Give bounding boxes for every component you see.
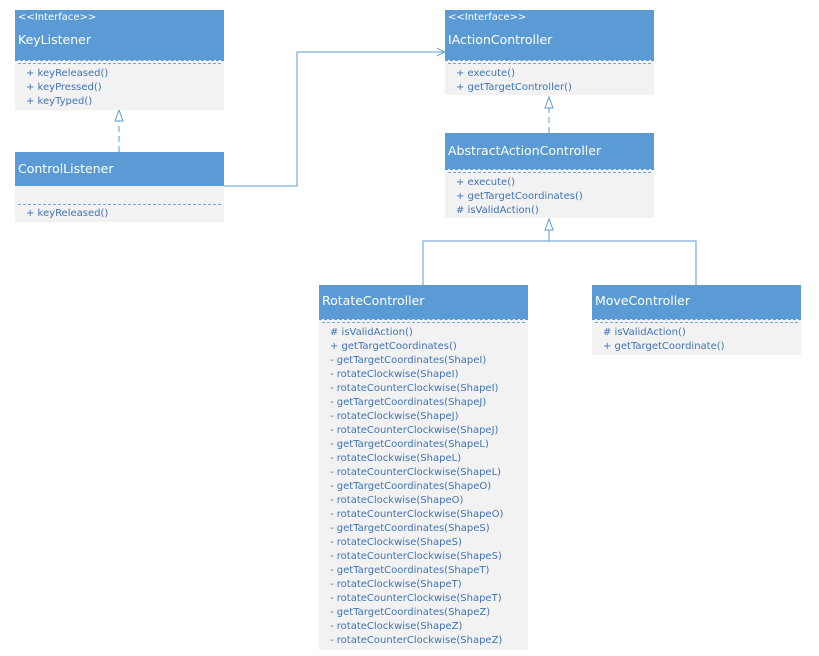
- method: - rotateCounterClockwise(ShapeS): [330, 551, 502, 562]
- method: - rotateCounterClockwise(ShapeT): [330, 593, 502, 604]
- class-name: IActionController: [448, 32, 553, 47]
- stereotype-label: <<Interface>>: [448, 12, 527, 23]
- method: - rotateCounterClockwise(ShapeI): [330, 383, 499, 394]
- class-move-controller[interactable]: MoveController # isValidAction() + getTa…: [592, 285, 801, 355]
- class-key-listener[interactable]: <<Interface>> KeyListener + keyReleased(…: [15, 10, 224, 110]
- method: - rotateCounterClockwise(ShapeZ): [330, 635, 503, 646]
- divider: [448, 172, 651, 173]
- class-methods-section: # isValidAction() + getTargetCoordinate(…: [592, 319, 801, 355]
- method: + keyReleased(): [26, 208, 109, 219]
- class-header: RotateController: [319, 285, 528, 319]
- generalization-line-rotate: [422, 240, 549, 285]
- method: - getTargetCoordinates(ShapeI): [330, 355, 487, 366]
- method: - rotateCounterClockwise(ShapeJ): [330, 425, 499, 436]
- class-name: ControlListener: [18, 161, 114, 176]
- divider: [18, 204, 221, 205]
- class-methods-section: # isValidAction() + getTargetCoordinates…: [319, 319, 528, 650]
- class-header: <<Interface>> KeyListener: [15, 10, 224, 60]
- divider: [595, 322, 798, 323]
- method: - getTargetCoordinates(ShapeL): [330, 439, 489, 450]
- method: - rotateCounterClockwise(ShapeO): [330, 509, 504, 520]
- method: - getTargetCoordinates(ShapeT): [330, 565, 490, 576]
- method: - getTargetCoordinates(ShapeJ): [330, 397, 487, 408]
- generalization-line-move: [549, 240, 697, 285]
- class-abstract-action-controller[interactable]: AbstractActionController + execute() + g…: [445, 133, 654, 218]
- method-list: + execute() + getTargetController(): [456, 67, 572, 95]
- class-header: MoveController: [592, 285, 801, 319]
- realization-arrowhead-iactioncontroller: [544, 95, 554, 109]
- method: - getTargetCoordinates(ShapeO): [330, 481, 492, 492]
- method: - rotateCounterClockwise(ShapeL): [330, 467, 502, 478]
- class-name: RotateController: [322, 293, 425, 308]
- class-name: KeyListener: [18, 32, 91, 47]
- method: - rotateClockwise(ShapeZ): [330, 621, 463, 632]
- method-list: + keyReleased() + keyPressed() + keyType…: [26, 67, 108, 109]
- method: - rotateClockwise(ShapeT): [330, 579, 462, 590]
- class-header: ControlListener: [15, 152, 224, 186]
- class-methods-section: + execute() + getTargetController(): [445, 60, 654, 95]
- method-list: + execute() + getTargetCoordinates() # i…: [456, 176, 583, 218]
- method: - rotateClockwise(ShapeL): [330, 453, 462, 464]
- generalization-arrowhead-abstract: [544, 217, 554, 231]
- method: - getTargetCoordinates(ShapeZ): [330, 607, 491, 618]
- method: - rotateClockwise(ShapeJ): [330, 411, 459, 422]
- method: - rotateClockwise(ShapeI): [330, 369, 459, 380]
- method: + getTargetCoordinates(): [456, 191, 583, 202]
- class-methods-section: + execute() + getTargetCoordinates() # i…: [445, 169, 654, 218]
- method: # isValidAction(): [456, 205, 539, 216]
- class-name: AbstractActionController: [448, 143, 602, 158]
- divider: [322, 322, 525, 323]
- method-list: + keyReleased(): [26, 207, 108, 221]
- association-line-control-to-iactioncontroller: [224, 52, 444, 187]
- method: - rotateClockwise(ShapeS): [330, 537, 462, 548]
- class-control-listener[interactable]: ControlListener + keyReleased(): [15, 152, 224, 222]
- method: # isValidAction(): [603, 327, 686, 338]
- method: + getTargetController(): [456, 82, 572, 93]
- method: + getTargetCoordinate(): [603, 341, 725, 352]
- method: # isValidAction(): [330, 327, 413, 338]
- method: + keyReleased(): [26, 68, 109, 79]
- class-methods-section: + keyReleased() + keyPressed() + keyType…: [15, 60, 224, 110]
- divider: [18, 63, 221, 64]
- class-rotate-controller[interactable]: RotateController # isValidAction() + get…: [319, 285, 528, 650]
- class-header: <<Interface>> IActionController: [445, 10, 654, 60]
- method-list: # isValidAction() + getTargetCoordinate(…: [603, 326, 725, 354]
- class-header: AbstractActionController: [445, 133, 654, 169]
- stereotype-label: <<Interface>>: [18, 12, 97, 23]
- method: - rotateClockwise(ShapeO): [330, 495, 464, 506]
- realization-arrowhead-keylistener: [114, 108, 124, 122]
- method: + execute(): [456, 177, 516, 188]
- method: + getTargetCoordinates(): [330, 341, 457, 352]
- method-list: # isValidAction() + getTargetCoordinates…: [330, 326, 503, 648]
- method: + execute(): [456, 68, 516, 79]
- method: + keyPressed(): [26, 82, 102, 93]
- divider: [448, 63, 651, 64]
- class-name: MoveController: [595, 293, 691, 308]
- method: + keyTyped(): [26, 96, 93, 107]
- method: - getTargetCoordinates(ShapeS): [330, 523, 490, 534]
- class-methods-section: + keyReleased(): [15, 186, 224, 222]
- class-iaction-controller[interactable]: <<Interface>> IActionController + execut…: [445, 10, 654, 95]
